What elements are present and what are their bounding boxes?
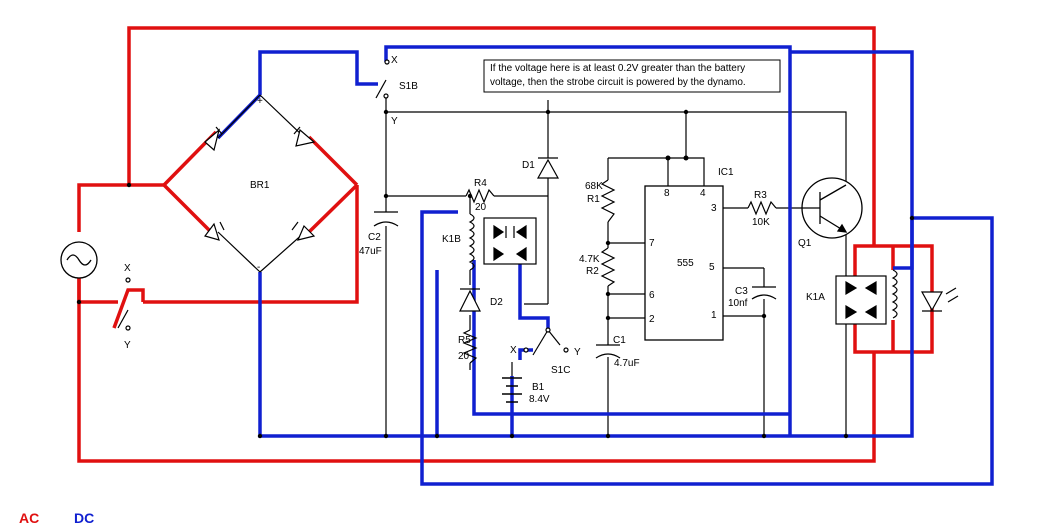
switch-s1a — [117, 277, 131, 331]
label-c1-name: C1 — [613, 335, 626, 346]
label-555: 555 — [677, 258, 694, 269]
resistor-r4 — [465, 188, 495, 204]
label-r2-value: 4.7K — [579, 254, 600, 265]
label-s1c-x: X — [510, 345, 517, 356]
switch-s1c — [523, 327, 569, 353]
resistor-r3 — [747, 200, 777, 216]
label-s1a-x: X — [124, 263, 131, 274]
switch-s1b — [375, 59, 390, 99]
capacitor-c1 — [595, 344, 621, 359]
legend-ac-label: AC — [19, 510, 40, 526]
label-s1b: S1B — [399, 81, 418, 92]
label-pin2: 2 — [649, 314, 655, 325]
label-br1: BR1 — [250, 180, 270, 191]
label-b1-name: B1 — [532, 382, 545, 393]
label-r4-value: 20 — [475, 202, 487, 213]
resistor-r1 — [600, 179, 616, 223]
labels: BR1 + - S1B X Y X Y C2 47uF R4 20 D1 D2 … — [124, 55, 825, 405]
resistor-r5 — [462, 329, 478, 364]
label-pin8: 8 — [664, 188, 670, 199]
diode-d1 — [536, 157, 560, 179]
transistor-q1 — [800, 177, 863, 239]
label-c3-value: 10nf — [728, 298, 748, 309]
capacitor-c3 — [751, 286, 777, 300]
ac-source — [60, 241, 98, 279]
led — [920, 287, 959, 312]
label-r3-name: R3 — [754, 190, 767, 201]
label-s1c: S1C — [551, 365, 570, 376]
label-pin6: 6 — [649, 290, 655, 301]
relay-k1a — [835, 269, 898, 325]
label-minus: - — [257, 262, 260, 273]
label-d2: D2 — [490, 297, 503, 308]
label-pin1: 1 — [711, 310, 717, 321]
label-s1c-y: Y — [574, 347, 581, 358]
ic-555 — [644, 155, 724, 341]
label-r1-value: 68K — [585, 181, 603, 192]
relay-k1b — [468, 213, 537, 271]
label-d1: D1 — [522, 160, 535, 171]
label-b1-value: 8.4V — [529, 394, 550, 405]
label-r5-name: R5 — [458, 335, 471, 346]
label-r2-name: R2 — [586, 266, 599, 277]
label-r5-value: 20 — [458, 351, 470, 362]
label-pin3: 3 — [711, 203, 717, 214]
label-pin7: 7 — [649, 238, 655, 249]
label-s1b-x: X — [391, 55, 398, 66]
label-c3-name: C3 — [735, 286, 748, 297]
diode-d2 — [459, 288, 481, 312]
label-ic1: IC1 — [718, 167, 734, 178]
ac-wires — [77, 26, 934, 463]
label-s1a-y: Y — [124, 340, 131, 351]
label-k1a: K1A — [806, 292, 825, 303]
junctions — [76, 109, 915, 439]
legend-dc-label: DC — [74, 510, 95, 526]
note-box — [483, 59, 781, 93]
label-r1-name: R1 — [587, 194, 600, 205]
black-wires — [385, 98, 847, 436]
legend-ac: AC — [19, 510, 39, 526]
label-pin4: 4 — [700, 188, 706, 199]
label-c2-name: C2 — [368, 232, 381, 243]
bridge-rectifier — [203, 94, 316, 273]
label-k1b: K1B — [442, 234, 461, 245]
label-plus: + — [257, 96, 263, 107]
label-r4-name: R4 — [474, 178, 487, 189]
battery-b1 — [502, 377, 522, 403]
label-r3-value: 10K — [752, 217, 770, 228]
note-text: If the voltage here is at least 0.2V gre… — [490, 63, 746, 88]
label-c1-value: 4.7uF — [614, 358, 640, 369]
label-q1: Q1 — [798, 238, 812, 249]
resistor-r2 — [600, 247, 616, 287]
label-pin5: 5 — [709, 262, 715, 273]
legend-dc: DC — [74, 510, 94, 526]
label-s1b-y: Y — [391, 116, 398, 127]
capacitor-c2 — [373, 211, 399, 227]
label-c2-value: 47uF — [359, 246, 382, 257]
